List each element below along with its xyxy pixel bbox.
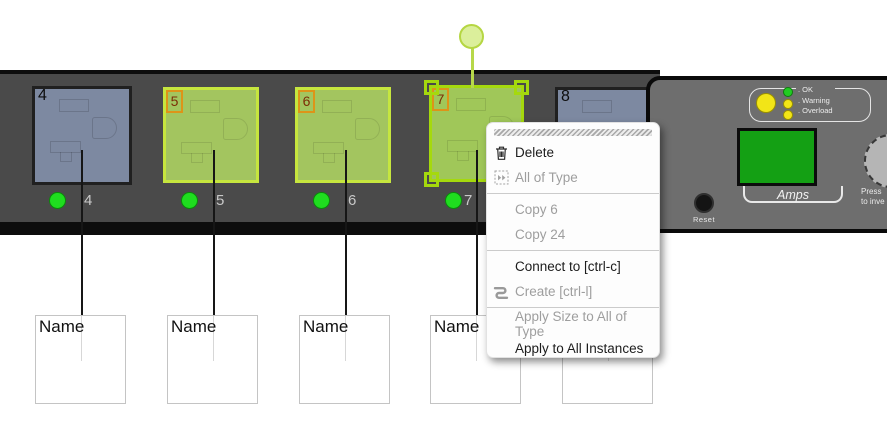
overload-led-icon — [783, 110, 793, 120]
name-label: Name — [303, 317, 349, 336]
knob-label-line2: to inve — [861, 196, 885, 206]
resize-handle-bottom-left[interactable] — [424, 172, 439, 187]
wire-squiggle-icon — [487, 285, 515, 299]
amps-label: Amps — [777, 188, 809, 202]
outlet-ground-shape — [447, 140, 478, 152]
menu-item-apply-size: Apply Size to All of Type — [515, 308, 627, 339]
amps-label-frame: Amps — [743, 186, 843, 203]
ok-led-icon — [783, 87, 793, 97]
selection-anchor-line — [471, 46, 474, 88]
invert-knob-button[interactable] — [864, 134, 887, 188]
outlet-ground-shape — [60, 152, 72, 162]
name-label: Name — [39, 317, 85, 336]
resize-handle-top-right[interactable] — [514, 80, 529, 95]
name-label: Name — [171, 317, 217, 336]
selection-anchor-handle[interactable] — [459, 24, 484, 49]
drag-handle[interactable] — [494, 129, 652, 136]
menu-item-create: Create [ctrl-l] — [487, 279, 659, 304]
outlet-slot-shape — [190, 100, 220, 113]
resize-handle-top-left[interactable] — [424, 80, 439, 95]
reset-button[interactable] — [694, 193, 714, 213]
outlet-port-6[interactable]: 6 — [295, 87, 391, 183]
port-number-badge: 7 — [432, 88, 449, 111]
status-led-4 — [49, 192, 66, 209]
connector-line — [476, 150, 478, 315]
port-number: 8 — [561, 88, 570, 105]
outlet-port-4[interactable]: 4 — [32, 86, 132, 185]
name-label: Name — [434, 317, 480, 336]
name-field[interactable]: Name — [430, 315, 521, 404]
status-led-5 — [181, 192, 198, 209]
status-led-7 — [445, 192, 462, 209]
connector-line — [81, 150, 83, 315]
outlet-ground-shape — [191, 153, 203, 163]
outlet-port-5[interactable]: 5 — [163, 87, 259, 183]
status-led-6 — [313, 192, 330, 209]
menu-separator — [487, 250, 659, 251]
connector-line — [476, 316, 477, 361]
port-number: 4 — [38, 87, 47, 104]
menu-separator — [487, 193, 659, 194]
outlet-ground-shape — [181, 142, 212, 154]
outlet-ground-shape — [323, 153, 335, 163]
trash-icon — [487, 145, 515, 161]
status-label-overload: . Overload — [796, 106, 835, 117]
warning-lamp-icon — [756, 93, 776, 113]
name-field[interactable]: Name — [35, 315, 126, 404]
menu-item-delete[interactable]: Delete — [487, 140, 659, 165]
connector-line — [213, 150, 215, 315]
knob-label-line1: Press — [861, 187, 882, 196]
port-number-badge: 5 — [166, 90, 183, 113]
menu-item-copy-6: Copy 6 — [515, 202, 558, 217]
warning-led-icon — [783, 99, 793, 109]
amps-display — [737, 128, 817, 186]
all-of-type-icon — [487, 170, 515, 185]
context-menu: Delete All of Type Copy 6 Copy 24 Connec… — [486, 122, 660, 358]
menu-separator — [487, 307, 659, 308]
menu-item-connect-to[interactable]: Connect to [ctrl-c] — [515, 259, 621, 274]
outlet-round-shape — [223, 118, 248, 140]
connector-line — [213, 316, 214, 361]
led-number-label: 6 — [348, 192, 357, 209]
outlet-slot-shape — [456, 98, 486, 111]
connector-line — [345, 150, 347, 315]
status-label-ok: . OK — [796, 85, 835, 96]
connector-line — [345, 316, 346, 361]
connector-line — [81, 316, 82, 361]
outlet-slot-shape — [582, 100, 612, 113]
outlet-ground-shape — [457, 151, 469, 161]
led-number-label: 5 — [216, 192, 225, 209]
led-number-label: 4 — [84, 192, 93, 209]
led-number-label: 7 — [464, 192, 473, 209]
name-field[interactable]: Name — [299, 315, 390, 404]
outlet-round-shape — [355, 118, 380, 140]
menu-item-all-of-type: All of Type — [487, 165, 659, 190]
port-number-badge: 6 — [298, 90, 315, 113]
outlet-round-shape — [92, 117, 117, 139]
name-field[interactable]: Name — [167, 315, 258, 404]
outlet-slot-shape — [59, 99, 89, 112]
status-label-warning: . Warning — [796, 95, 835, 106]
menu-item-copy-24: Copy 24 — [515, 227, 566, 242]
outlet-ground-shape — [50, 141, 81, 153]
meter-module-panel: . OK . Warning . Overload Amps Reset Pre… — [646, 76, 887, 233]
outlet-ground-shape — [313, 142, 344, 154]
menu-item-apply-all-instances[interactable]: Apply to All Instances — [515, 341, 644, 356]
outlet-slot-shape — [322, 100, 352, 113]
reset-label: Reset — [692, 215, 716, 224]
